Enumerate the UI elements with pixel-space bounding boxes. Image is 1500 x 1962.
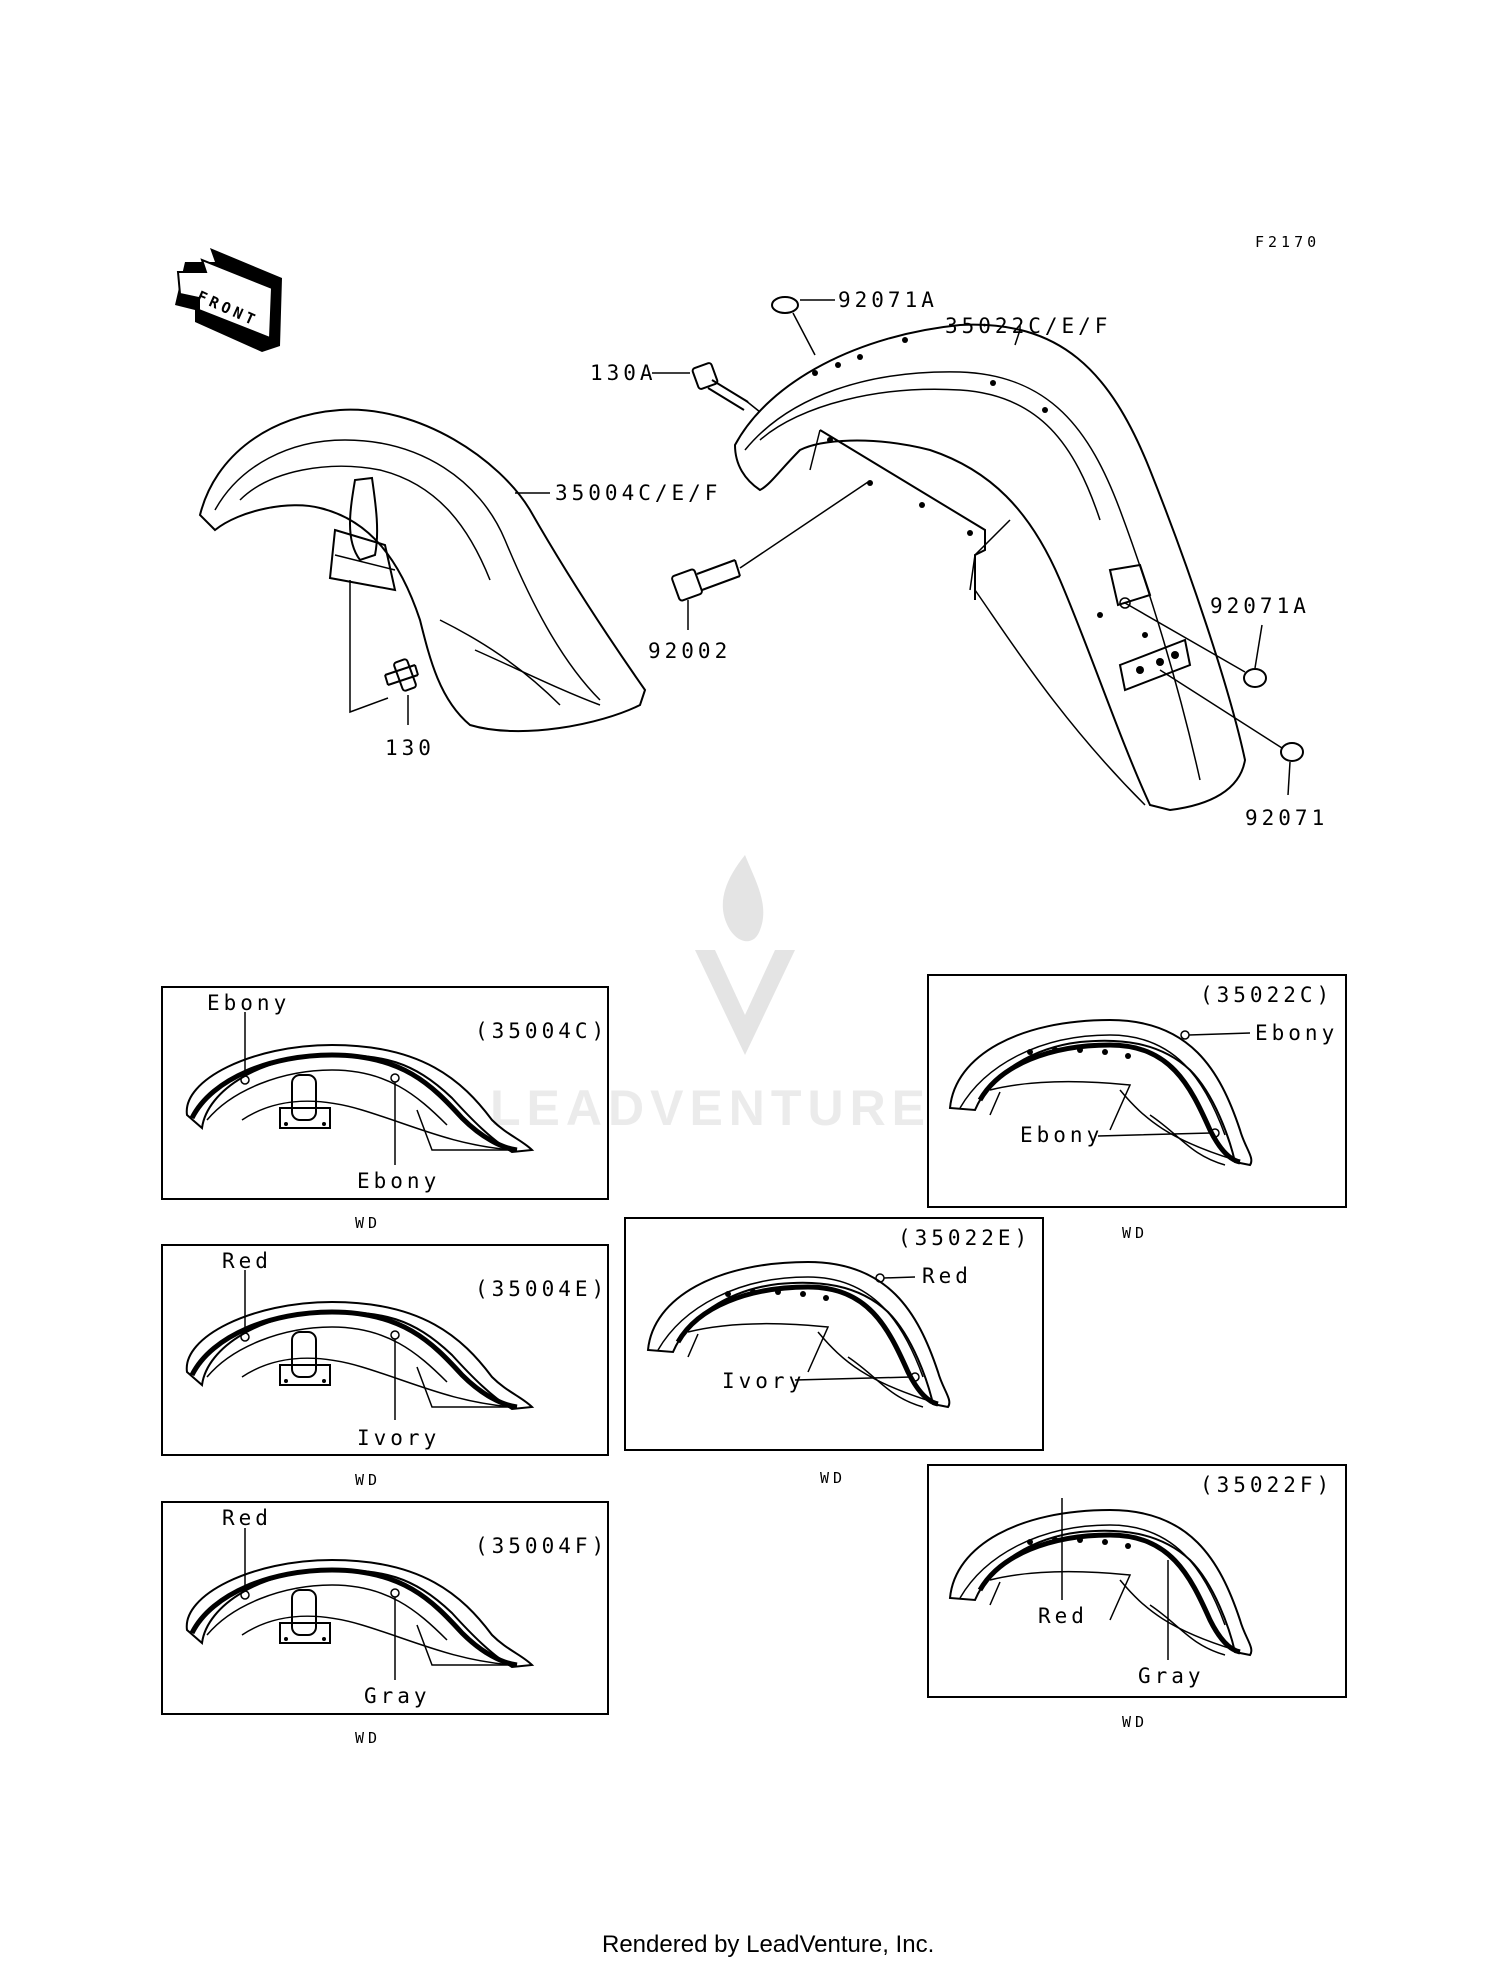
rear-c-note: WD [1122,1224,1148,1242]
front-f-stripe-color: Red [222,1506,272,1530]
front-f-code: (35004F) [475,1534,608,1558]
variant-box-front-f: Red (35004F) Gray [161,1501,609,1715]
rear-c-stripe-color: Ebony [1255,1021,1338,1045]
front-f-body-color: Gray [364,1684,431,1708]
part-label-rear-lower-grommet: 92071 [1245,806,1328,830]
rear-f-code: (35022F) [1200,1473,1333,1497]
rear-f-note: WD [1122,1713,1148,1731]
leadventure-logo-watermark: LEADVENTURE [490,855,931,1136]
variant-box-rear-e: (35022E) Red Ivory [624,1217,1044,1451]
rear-f-stripe-color: Red [1038,1604,1088,1628]
front-e-code: (35004E) [475,1277,608,1301]
grommet-icon [1280,742,1304,762]
rear-e-code: (35022E) [898,1226,1031,1250]
figure-code: F2170 [1255,233,1320,251]
footer-credit: Rendered by LeadVenture, Inc. [602,1931,934,1958]
rear-f-body-color: Gray [1138,1664,1205,1688]
variant-box-rear-c: (35022C) Ebony Ebony [927,974,1347,1208]
grommet-icon [1243,668,1267,688]
rear-e-body-color: Ivory [722,1369,805,1393]
front-c-body-color: Ebony [357,1169,440,1193]
part-label-rear-side-grommet: 92071A [1210,594,1310,618]
front-f-note: WD [355,1729,381,1747]
front-e-stripe-color: Red [222,1249,272,1273]
bolt-icon [691,362,749,411]
front-fender-illustration [198,408,647,733]
front-arrow-icon: FRONT [175,248,282,352]
variant-box-rear-f: (35022F) Red Gray [927,1464,1347,1698]
rear-c-body-color: Ebony [1020,1123,1103,1147]
part-label-front-fender: 35004C/E/F [555,481,721,505]
front-e-note: WD [355,1471,381,1489]
watermark-text: LEADVENTURE [490,1080,931,1136]
front-c-note: WD [355,1214,381,1232]
part-label-rear-bolt: 92002 [648,639,731,663]
part-label-rear-fender: 35022C/E/F [945,314,1111,338]
variant-box-front-c: Ebony (35004C) Ebony [161,986,609,1200]
part-label-rear-top-grommet: 92071A [838,288,938,312]
part-label-front-fender-bolt: 130 [385,736,435,760]
front-e-body-color: Ivory [357,1426,440,1450]
bolt-icon [384,658,419,692]
grommet-icon [771,296,799,314]
rear-c-code: (35022C) [1200,983,1333,1007]
rear-e-note: WD [820,1469,846,1487]
front-c-code: (35004C) [475,1019,608,1043]
bolt-icon [671,559,741,602]
part-label-rear-top-bolt: 130A [590,361,657,385]
front-c-stripe-color: Ebony [207,991,290,1015]
variant-box-front-e: Red (35004E) Ivory [161,1244,609,1456]
rear-e-stripe-color: Red [922,1264,972,1288]
rear-fender-illustration [733,323,1247,812]
